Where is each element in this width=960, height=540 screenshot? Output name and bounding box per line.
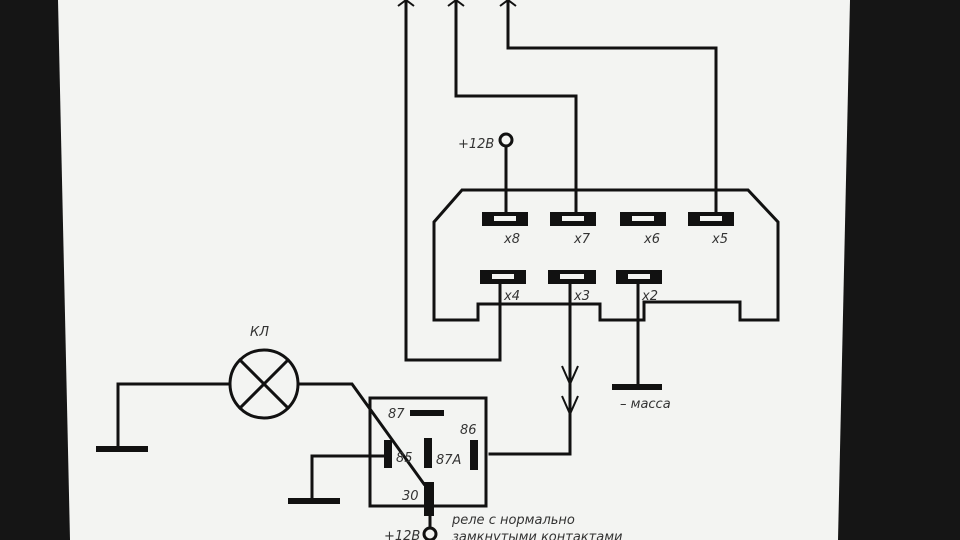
relay-30-label: 30: [402, 489, 419, 504]
lamp-label: КЛ: [250, 325, 269, 340]
relay-pin-30: [424, 482, 434, 516]
pin-x2-slot: [628, 274, 650, 279]
supply-bottom-label: +12В: [384, 529, 420, 540]
pin-x5-label: x5: [711, 232, 728, 247]
pin-x4-slot: [492, 274, 514, 279]
relay-87-label: 87: [388, 407, 405, 422]
pin-x8-slot: [494, 216, 516, 221]
relay-87a-label: 87А: [436, 453, 461, 468]
wire-to-x4: [404, 0, 502, 362]
pin-x7-slot: [562, 216, 584, 221]
supply-bottom-circle: [422, 526, 438, 540]
ground-bar-x2: [612, 384, 662, 390]
lamp-circuit: КЛ: [96, 325, 427, 487]
supply-top-label: +12В: [458, 137, 494, 152]
connector-block: x8 x7 x6 x5 x4 x3: [432, 188, 780, 322]
connector-outline: [432, 188, 780, 322]
screen-area: [58, 0, 850, 540]
pin-x6-slot: [632, 216, 654, 221]
relay-ground: [288, 454, 386, 504]
relay-85-label: 85: [396, 451, 413, 466]
top-arrow-marks: [397, 0, 517, 7]
pin-x4: x4: [480, 270, 526, 304]
supply-top-terminal: +12В: [458, 132, 514, 220]
wire-to-x7: [454, 0, 578, 220]
wire-x3-to-relay: [488, 282, 579, 456]
signal-arrows: [561, 365, 579, 417]
pin-x2-label: x2: [641, 289, 658, 304]
relay-pin-85: [384, 440, 392, 468]
pin-x5: x5: [688, 212, 734, 247]
wire-85-ground: [310, 454, 386, 502]
ground-label: – масса: [620, 397, 671, 412]
pin-x7-label: x7: [573, 232, 591, 247]
relay-caption-line2: замкнутыми контактами: [452, 530, 622, 540]
pin-x7: x7: [550, 212, 596, 247]
relay-caption-line1: реле с нормально: [451, 513, 575, 528]
wire-x3-relay86: [488, 282, 572, 456]
pin-x8-label: x8: [503, 232, 520, 247]
pin-x3-label: x3: [573, 289, 590, 304]
ground-bar-relay: [288, 498, 340, 504]
supply-bottom-terminal: +12В: [384, 514, 438, 540]
pin-x3-slot: [560, 274, 584, 279]
pin-x6-label: x6: [643, 232, 660, 247]
relay-pin-87a: [424, 438, 432, 468]
wire-to-x5: [506, 0, 718, 220]
relay-86-label: 86: [460, 423, 477, 438]
pin-x6: x6: [620, 212, 666, 247]
pin-x4-label: x4: [503, 289, 520, 304]
wire-lamp-relay: [296, 382, 427, 487]
top-wires: [397, 0, 718, 362]
ground-x2: – масса: [612, 282, 671, 412]
pin-x2: x2: [616, 270, 662, 304]
pin-x3: x3: [548, 270, 596, 304]
ground-bar-lamp: [96, 446, 148, 452]
relay-pin-86: [470, 440, 478, 470]
relay: 87 86 85 87А 30: [368, 396, 488, 516]
wire-ground-lamp: [116, 382, 232, 450]
pin-x5-slot: [700, 216, 722, 221]
relay-pin-87: [410, 410, 444, 416]
lamp-cross-b: [237, 357, 291, 411]
pin-x8: x8: [482, 212, 528, 247]
